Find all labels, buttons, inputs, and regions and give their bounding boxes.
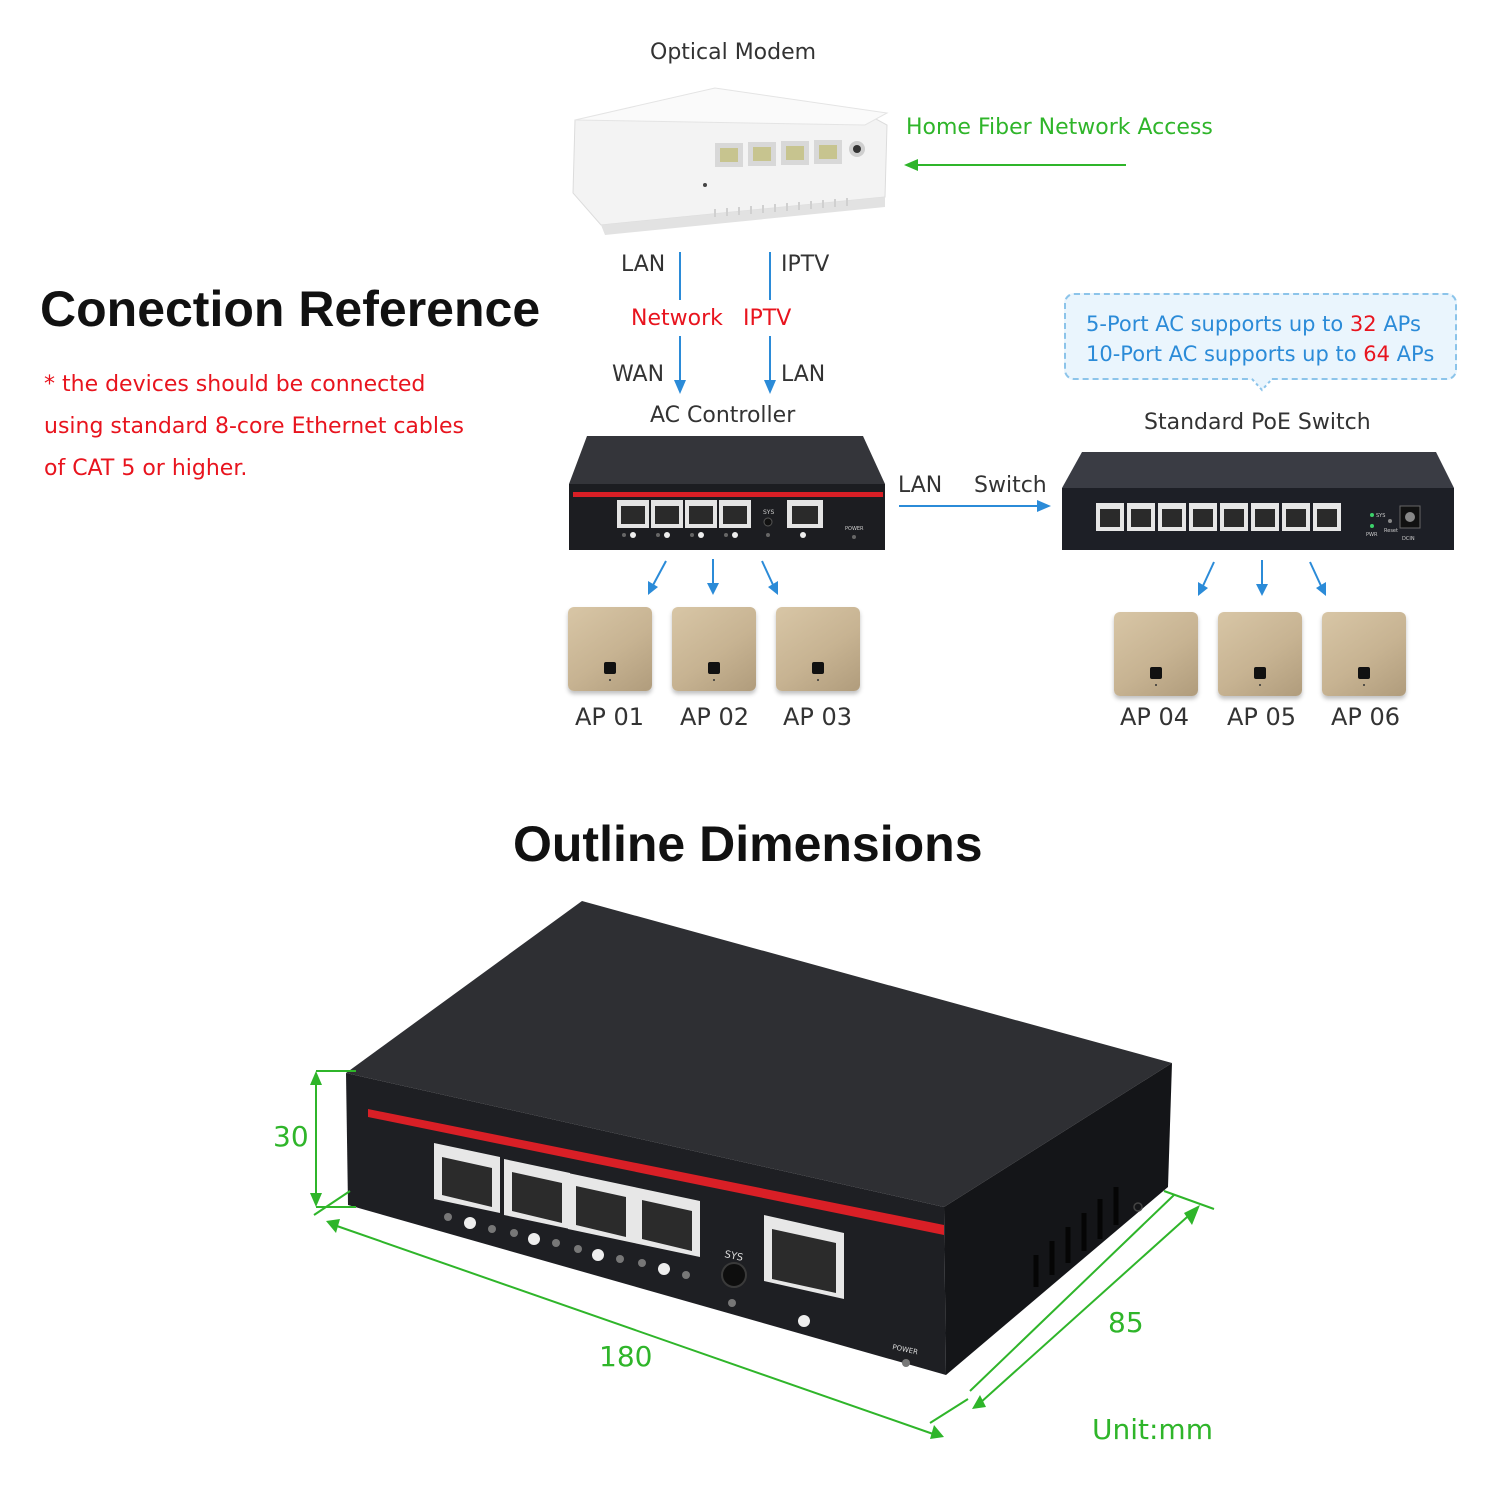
ac-controller-image: SYS POWER (569, 436, 885, 550)
switch-pwr-label: PWR (1366, 532, 1378, 538)
ac-controller-title: AC Controller (650, 403, 796, 428)
dimension-unit-label: Unit:mm (1092, 1413, 1213, 1446)
dimension-depth-label: 85 (1108, 1306, 1144, 1339)
controller-power-label: POWER (845, 526, 864, 532)
switch-reset-label: Reset (1384, 528, 1398, 534)
ac-controller-dimension-image: SYS POWER (310, 901, 1215, 1439)
access-point-5 (1218, 612, 1302, 696)
iptv-mid-label: IPTV (743, 306, 792, 331)
ap-label-1: AP 01 (575, 703, 645, 731)
note-line-2: using standard 8-core Ethernet cables (44, 414, 464, 439)
access-point-6 (1322, 612, 1406, 696)
poe-switch-title: Standard PoE Switch (1144, 410, 1371, 435)
connection-note: * the devices should be connected using … (44, 364, 464, 490)
switch-ap-arrows-icon (1198, 560, 1326, 596)
access-point-1 (568, 607, 652, 691)
controller-sys-label: SYS (763, 509, 774, 516)
lan-switch-left-label: LAN (898, 473, 943, 498)
poe-switch-image: SYS PWR Reset DCIN (1062, 452, 1454, 550)
lan-bottom-label: LAN (781, 362, 826, 387)
optical-modem-image (572, 87, 889, 235)
ap-label-6: AP 06 (1331, 703, 1401, 731)
iptv-top-label: IPTV (781, 252, 830, 277)
ap-label-3: AP 03 (783, 703, 853, 731)
dimension-height-label: 30 (273, 1120, 309, 1153)
dimension-width-label: 180 (599, 1340, 653, 1373)
note-line-1: * the devices should be connected (44, 372, 426, 397)
controller-ap-arrows-icon (648, 559, 778, 595)
lan-top-label: LAN (621, 252, 666, 277)
switch-sys-label: SYS (1376, 513, 1385, 519)
network-label: Network (631, 306, 723, 331)
ap-label-5: AP 05 (1227, 703, 1297, 731)
switch-link-arrow-icon (899, 500, 1051, 512)
ap-label-2: AP 02 (680, 703, 750, 731)
access-point-2 (672, 607, 756, 691)
switch-dcin-label: DCIN (1402, 536, 1415, 542)
modem-title: Optical Modem (650, 40, 817, 65)
connection-title: Conection Reference (40, 281, 541, 337)
callout-line-1: 5-Port AC supports up to 32 APs (1086, 312, 1421, 336)
access-point-3 (776, 607, 860, 691)
wan-label: WAN (612, 362, 665, 387)
outline-title: Outline Dimensions (513, 816, 983, 872)
lan-switch-right-label: Switch (974, 473, 1047, 498)
fiber-access-label: Home Fiber Network Access (906, 115, 1213, 140)
fiber-arrow-icon (904, 159, 1126, 171)
callout-line-2: 10-Port AC supports up to 64 APs (1086, 342, 1435, 366)
callout-pointer-icon (1251, 378, 1273, 392)
ap-label-4: AP 04 (1120, 703, 1190, 731)
modem-link-arrows-icon (674, 252, 776, 394)
ap-capacity-callout: 5-Port AC supports up to 32 APs 10-Port … (1064, 293, 1457, 380)
note-line-3: of CAT 5 or higher. (44, 456, 248, 481)
access-point-4 (1114, 612, 1198, 696)
dimension-sys-label: SYS (723, 1249, 744, 1264)
